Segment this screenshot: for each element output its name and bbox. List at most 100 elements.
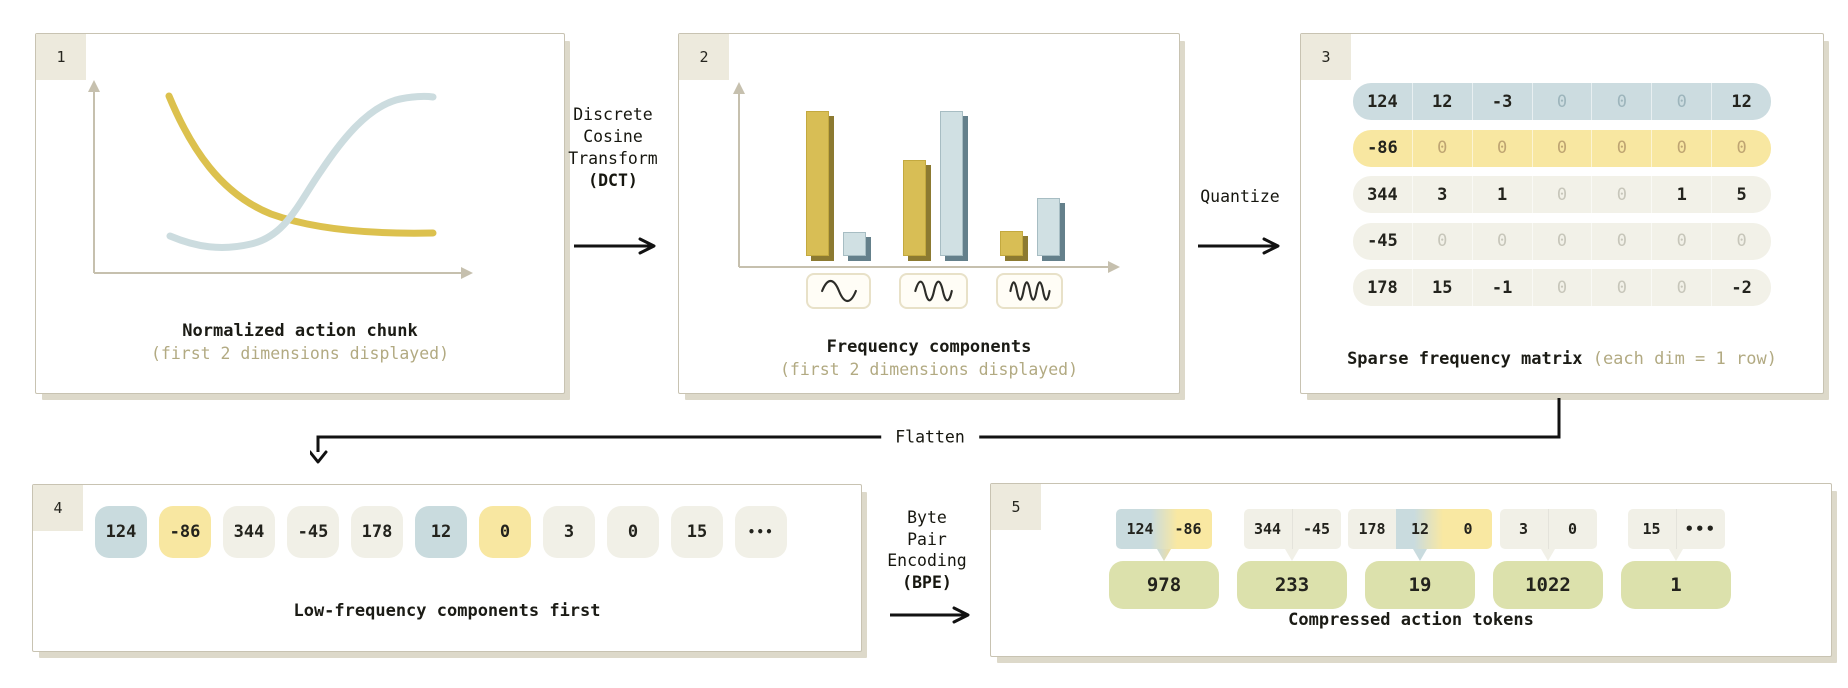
matrix-cell: 0 (1591, 176, 1651, 213)
panel1-subcaption: (first 2 dimensions displayed) (150, 344, 449, 363)
token-group: 344 -45 233 (1237, 509, 1347, 609)
source-value: 0 (1463, 520, 1473, 538)
high-frequency-wave-icon (996, 273, 1063, 309)
panel3-caption-note: (each dim = 1 row) (1582, 349, 1777, 369)
flatten-arrow-icon (310, 450, 328, 464)
token-pill: 19 (1365, 561, 1475, 609)
dct-arrow-icon (574, 237, 656, 255)
panel-frequency-components: 2 Frequency components (first 2 dimensio… (678, 33, 1180, 394)
x-axis-arrow-icon (1108, 261, 1120, 273)
matrix-cell: 0 (1471, 222, 1532, 260)
matrix-cell: 12 (1411, 83, 1472, 120)
frequency-bars (806, 111, 1060, 256)
matrix-cell: 0 (1651, 269, 1711, 306)
panel1-caption: Normalized action chunk (182, 321, 418, 341)
y-axis-arrow-icon (88, 80, 100, 92)
token-pill: 1 (1621, 561, 1731, 609)
source-values-bubble: 178 12 0 (1348, 509, 1492, 549)
quantize-connector-label: Quantize (1200, 187, 1280, 206)
matrix-cell: 0 (1411, 222, 1472, 260)
matrix-cell: 3 (1411, 176, 1472, 213)
matrix-cell: -3 (1471, 83, 1532, 120)
panel5-caption: Compressed action tokens (1288, 610, 1534, 630)
bubble-tail (1669, 549, 1683, 561)
panel-flattened-sequence: 4 124 -86 344 -45 178 12 0 3 0 15 ••• Lo… (32, 484, 862, 652)
token-groups: 124 -86 978 344 -45 233 178 12 0 (1109, 509, 1731, 609)
frequency-bar-chart-axes (733, 82, 1120, 273)
source-value: -45 (1291, 509, 1341, 549)
bpe-connector-label: Byte Pair Encoding (BPE) (876, 507, 978, 593)
matrix-cell: 0 (1591, 129, 1651, 167)
step-badge: 5 (991, 484, 1041, 530)
panel3-caption-bold: Sparse frequency matrix (1347, 349, 1583, 369)
source-values-bubble: 344 -45 (1243, 509, 1341, 549)
dct-label-line2: Cosine (583, 127, 643, 146)
action-dim1-curve (165, 92, 437, 237)
bubble-tail (1285, 549, 1299, 561)
step-badge: 4 (33, 485, 83, 531)
matrix-cell: 0 (1531, 269, 1592, 306)
matrix-cell: 1 (1651, 176, 1711, 213)
sequence-chip: 124 (95, 506, 147, 558)
sequence-chip: 0 (607, 506, 659, 558)
panel-normalized-action-chunk: 1 Normalized action chunk (first 2 dimen… (35, 33, 565, 394)
matrix-cell: 0 (1531, 222, 1592, 260)
bar-gold-mid-frequency (903, 160, 926, 256)
matrix-cell: 344 (1367, 184, 1398, 205)
matrix-row: -86 0 0 0 0 0 0 (1353, 129, 1771, 167)
low-frequency-wave-icon (806, 273, 871, 309)
source-value: 124 (1126, 520, 1154, 538)
source-value: 12 (1410, 520, 1430, 538)
x-axis-arrow-icon (461, 267, 473, 279)
bpe-label-line3: Encoding (887, 551, 967, 570)
matrix-row: -45 0 0 0 0 0 0 (1353, 222, 1771, 260)
quantize-arrow-icon (1198, 237, 1280, 255)
panel3-caption: Sparse frequency matrix (each dim = 1 ro… (1301, 349, 1823, 369)
token-pill: 978 (1109, 561, 1219, 609)
matrix-cell: -2 (1711, 269, 1771, 306)
matrix-cell: 12 (1711, 83, 1771, 120)
matrix-cell: 1 (1471, 176, 1532, 213)
matrix-cell: 0 (1531, 176, 1592, 213)
token-group: 124 -86 978 (1109, 509, 1219, 609)
bpe-arrow-icon (890, 606, 970, 624)
token-group: 3 0 1022 (1493, 509, 1603, 609)
bubble-tail (1413, 549, 1427, 561)
source-value: -86 (1174, 520, 1202, 538)
panel2-caption: Frequency components (826, 337, 1032, 357)
step-badge: 3 (1301, 34, 1351, 80)
source-values-bubble: 124 -86 (1116, 509, 1212, 549)
bpe-label-line1: Byte (907, 508, 947, 527)
token-pill: 1022 (1493, 561, 1603, 609)
matrix-cell: 0 (1591, 222, 1651, 260)
sequence-chip: 0 (479, 506, 531, 558)
matrix-cell: 0 (1411, 129, 1472, 167)
matrix-cell: 124 (1367, 91, 1398, 112)
matrix-cell: 0 (1531, 83, 1592, 120)
bpe-label-emph: (BPE) (902, 572, 952, 592)
step-badge: 1 (36, 34, 86, 80)
bar-group-low-frequency (806, 111, 866, 256)
matrix-cell: 0 (1471, 129, 1532, 167)
token-group: 15 ••• 1 (1621, 509, 1731, 609)
bar-blue-mid-frequency (940, 111, 963, 256)
action-chunk-line-chart (88, 80, 473, 279)
sequence-chip: -86 (159, 506, 211, 558)
source-values-bubble: 3 0 (1499, 509, 1597, 549)
matrix-cell: -86 (1367, 138, 1398, 158)
matrix-cell: 5 (1711, 176, 1771, 213)
panel-sparse-frequency-matrix: 3 124 12 -3 0 0 0 12 -86 0 0 0 0 0 0 344 (1300, 33, 1824, 394)
bubble-tail (1541, 549, 1555, 561)
sequence-chip: 15 (671, 506, 723, 558)
source-values-bubble: 15 ••• (1627, 509, 1725, 549)
panel-compressed-action-tokens: 5 124 -86 978 344 -45 233 17 (990, 483, 1832, 657)
bubble-tail (1157, 549, 1171, 561)
matrix-cell: 0 (1591, 83, 1651, 120)
action-dim2-curve (166, 92, 437, 251)
matrix-cell: 0 (1591, 269, 1651, 306)
sequence-chip: 3 (543, 506, 595, 558)
matrix-cell: 0 (1711, 129, 1771, 167)
sequence-chip: 12 (415, 506, 467, 558)
matrix-cell: 0 (1711, 222, 1771, 260)
source-value: 3 (1518, 520, 1529, 538)
